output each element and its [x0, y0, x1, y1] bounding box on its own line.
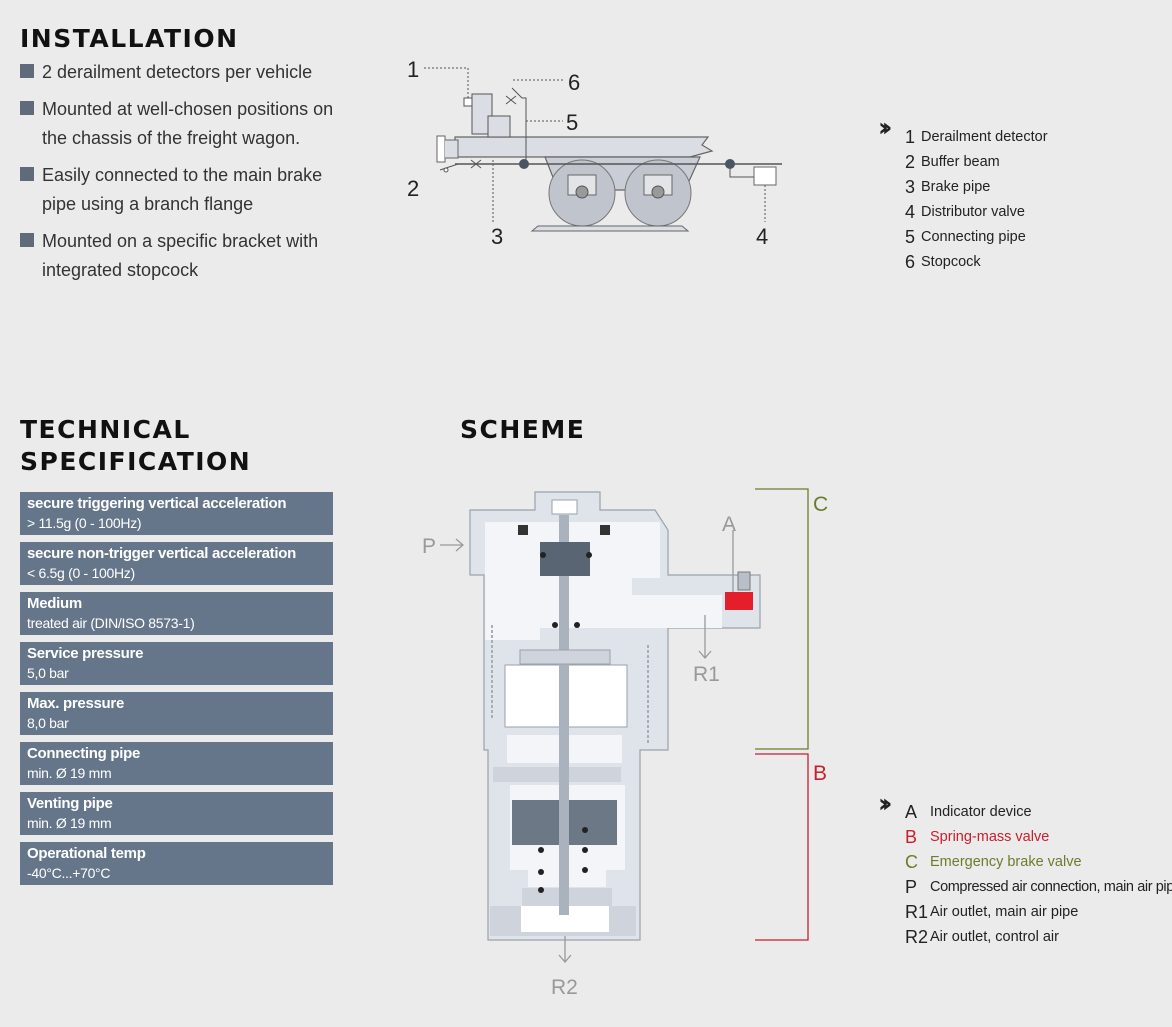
bullet-item: Mounted on a specific bracket with integ… [20, 227, 350, 286]
installation-bullets: 2 derailment detectors per vehicle Mount… [20, 58, 350, 293]
bullet-item: Easily connected to the main brake pipe … [20, 161, 350, 220]
technical-heading-line1: TECHNICAL [20, 415, 191, 444]
spec-row: secure non-trigger vertical acceleration… [20, 542, 333, 585]
label-r2: R2 [551, 976, 578, 999]
diagram-label-2: 2 [407, 176, 419, 201]
bullet-item: Mounted at well-chosen positions on the … [20, 95, 350, 154]
wagon-installation-diagram: 1 6 5 2 3 4 [407, 57, 782, 249]
bullet-item: 2 derailment detectors per vehicle [20, 58, 350, 88]
bullet-square-icon [20, 232, 34, 247]
spec-row: secure triggering vertical acceleration>… [20, 492, 333, 535]
diagram-label-3: 3 [491, 224, 503, 249]
label-c: C [813, 493, 828, 516]
diagram-label-1: 1 [407, 57, 419, 82]
scheme-heading: SCHEME [460, 415, 586, 444]
diagram-label-5: 5 [566, 110, 578, 135]
label-b: B [813, 762, 827, 785]
spec-row: Operational temp-40°C...+70°C [20, 842, 333, 885]
installation-heading: INSTALLATION [20, 24, 239, 53]
label-a: A [722, 513, 736, 536]
chevron-right-icon: ›› [878, 789, 893, 819]
chevron-right-icon: ›› [878, 113, 893, 143]
bullet-square-icon [20, 100, 34, 115]
label-p: P [422, 535, 436, 558]
valve-cross-section-diagram: P A R1 R2 C B [422, 488, 828, 999]
bullet-square-icon [20, 64, 34, 78]
bullet-square-icon [20, 166, 34, 181]
diagram-label-4: 4 [756, 224, 768, 249]
technical-heading-line2: SPECIFICATION [20, 447, 252, 476]
label-r1: R1 [693, 663, 720, 686]
spec-list: secure triggering vertical acceleration>… [20, 492, 333, 892]
diagram-label-6: 6 [568, 70, 580, 95]
